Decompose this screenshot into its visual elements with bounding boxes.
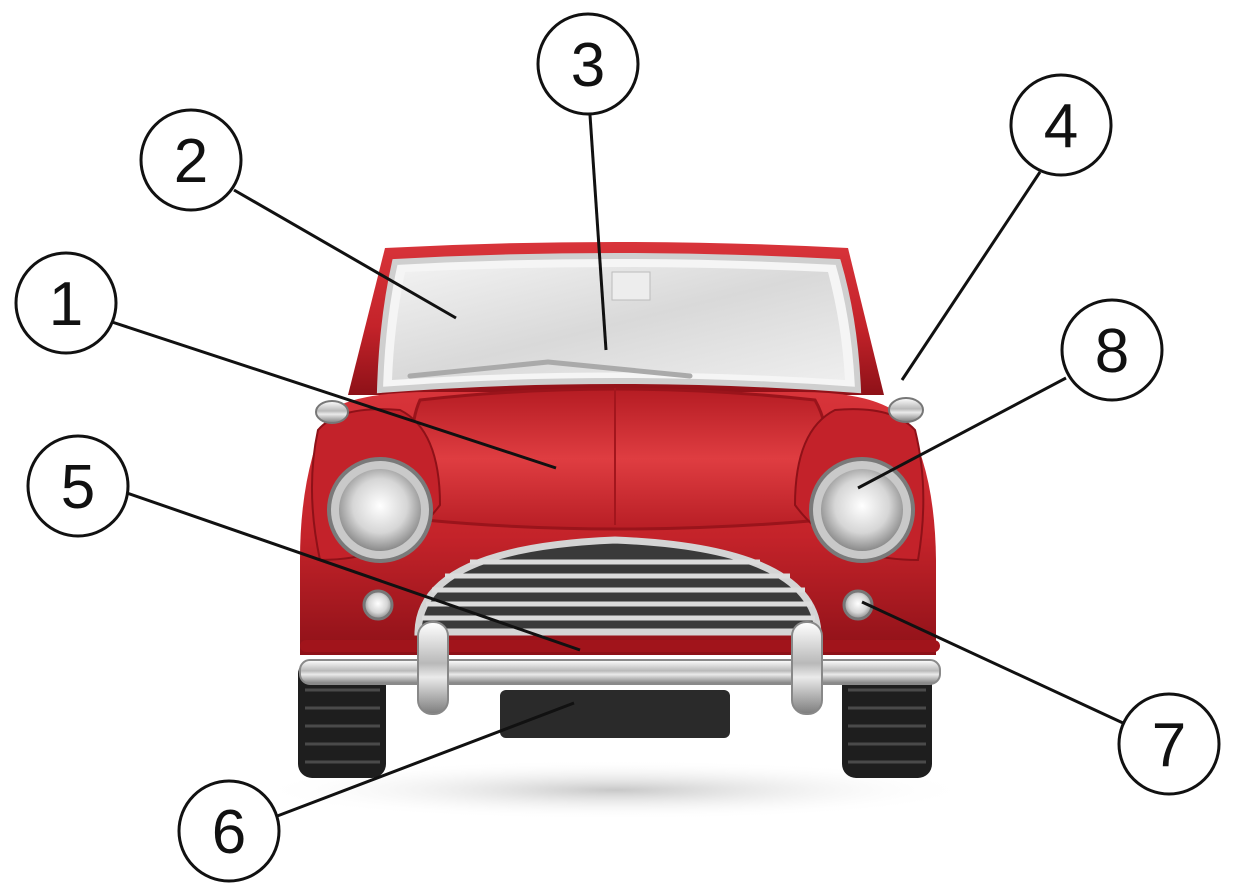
right-mirror — [889, 398, 923, 422]
callout-label-3: 3 — [571, 31, 605, 100]
callout-label-6: 6 — [212, 798, 246, 867]
hood — [412, 389, 828, 529]
callout-line-4 — [902, 172, 1040, 380]
callout-label-5: 5 — [61, 453, 95, 522]
callout-label-8: 8 — [1095, 317, 1129, 386]
callout-label-4: 4 — [1044, 92, 1078, 161]
callout-label-7: 7 — [1152, 711, 1186, 780]
left-fog-light — [364, 591, 392, 619]
callout-label-2: 2 — [174, 127, 208, 196]
left-mirror — [316, 401, 348, 423]
underbody — [500, 690, 730, 738]
callout-label-1: 1 — [49, 270, 83, 339]
